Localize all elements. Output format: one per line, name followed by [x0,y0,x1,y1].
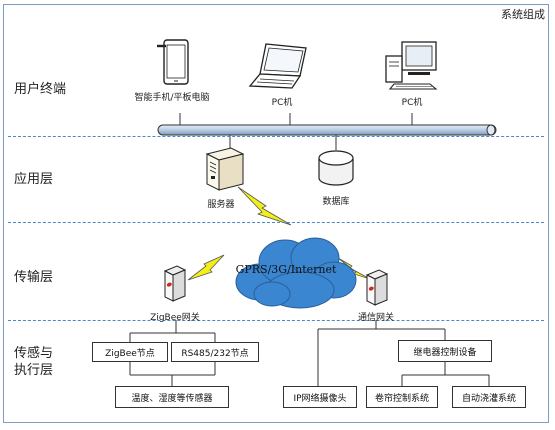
laptop-icon [248,42,310,90]
network-bus [157,124,497,136]
layer-user-terminal: 用户终端 [14,82,67,97]
curtain-control-box: 卷帘控制系统 [366,386,438,408]
internet-cloud-icon [230,232,360,312]
layer-separator [8,222,544,223]
comm-gateway-caption: 通信网关 [357,313,394,323]
layer-transport: 传输层 [14,270,54,285]
database-caption: 数据库 [322,197,350,207]
gateway-icon [162,264,188,304]
rs485-node-box: RS485/232节点 [171,342,259,362]
desktop-pc-icon [380,38,444,90]
zigbee-gateway-caption: ZigBee网关 [150,313,200,323]
layer-sensing-line1: 传感与 [14,346,54,361]
sensors-box: 温度、湿度等传感器 [115,386,229,408]
lightning-icon [237,186,292,226]
ip-camera-box: IP网络摄像头 [283,386,357,408]
layer-separator [8,136,544,137]
lightning-icon [187,254,225,281]
layer-application: 应用层 [14,172,54,187]
diagram-frame [3,4,549,423]
laptop-caption: PC机 [271,98,293,108]
layer-sensing-line2: 执行层 [14,363,54,378]
relay-control-box: 继电器控制设备 [398,340,492,362]
layer-separator [8,320,544,321]
desktop-caption: PC机 [401,98,423,108]
tablet-caption: 智能手机/平板电脑 [134,93,210,103]
database-icon [316,148,356,188]
auto-irrigation-box: 自动浇灌系统 [452,386,526,408]
tablet-icon [156,36,190,86]
cloud-label: GPRS/3G/Internet [235,263,337,276]
gateway-icon [364,268,390,308]
diagram-title: 系统组成 [501,8,545,21]
server-icon [203,146,247,192]
server-caption: 服务器 [207,200,235,210]
zigbee-node-box: ZigBee节点 [92,342,168,362]
